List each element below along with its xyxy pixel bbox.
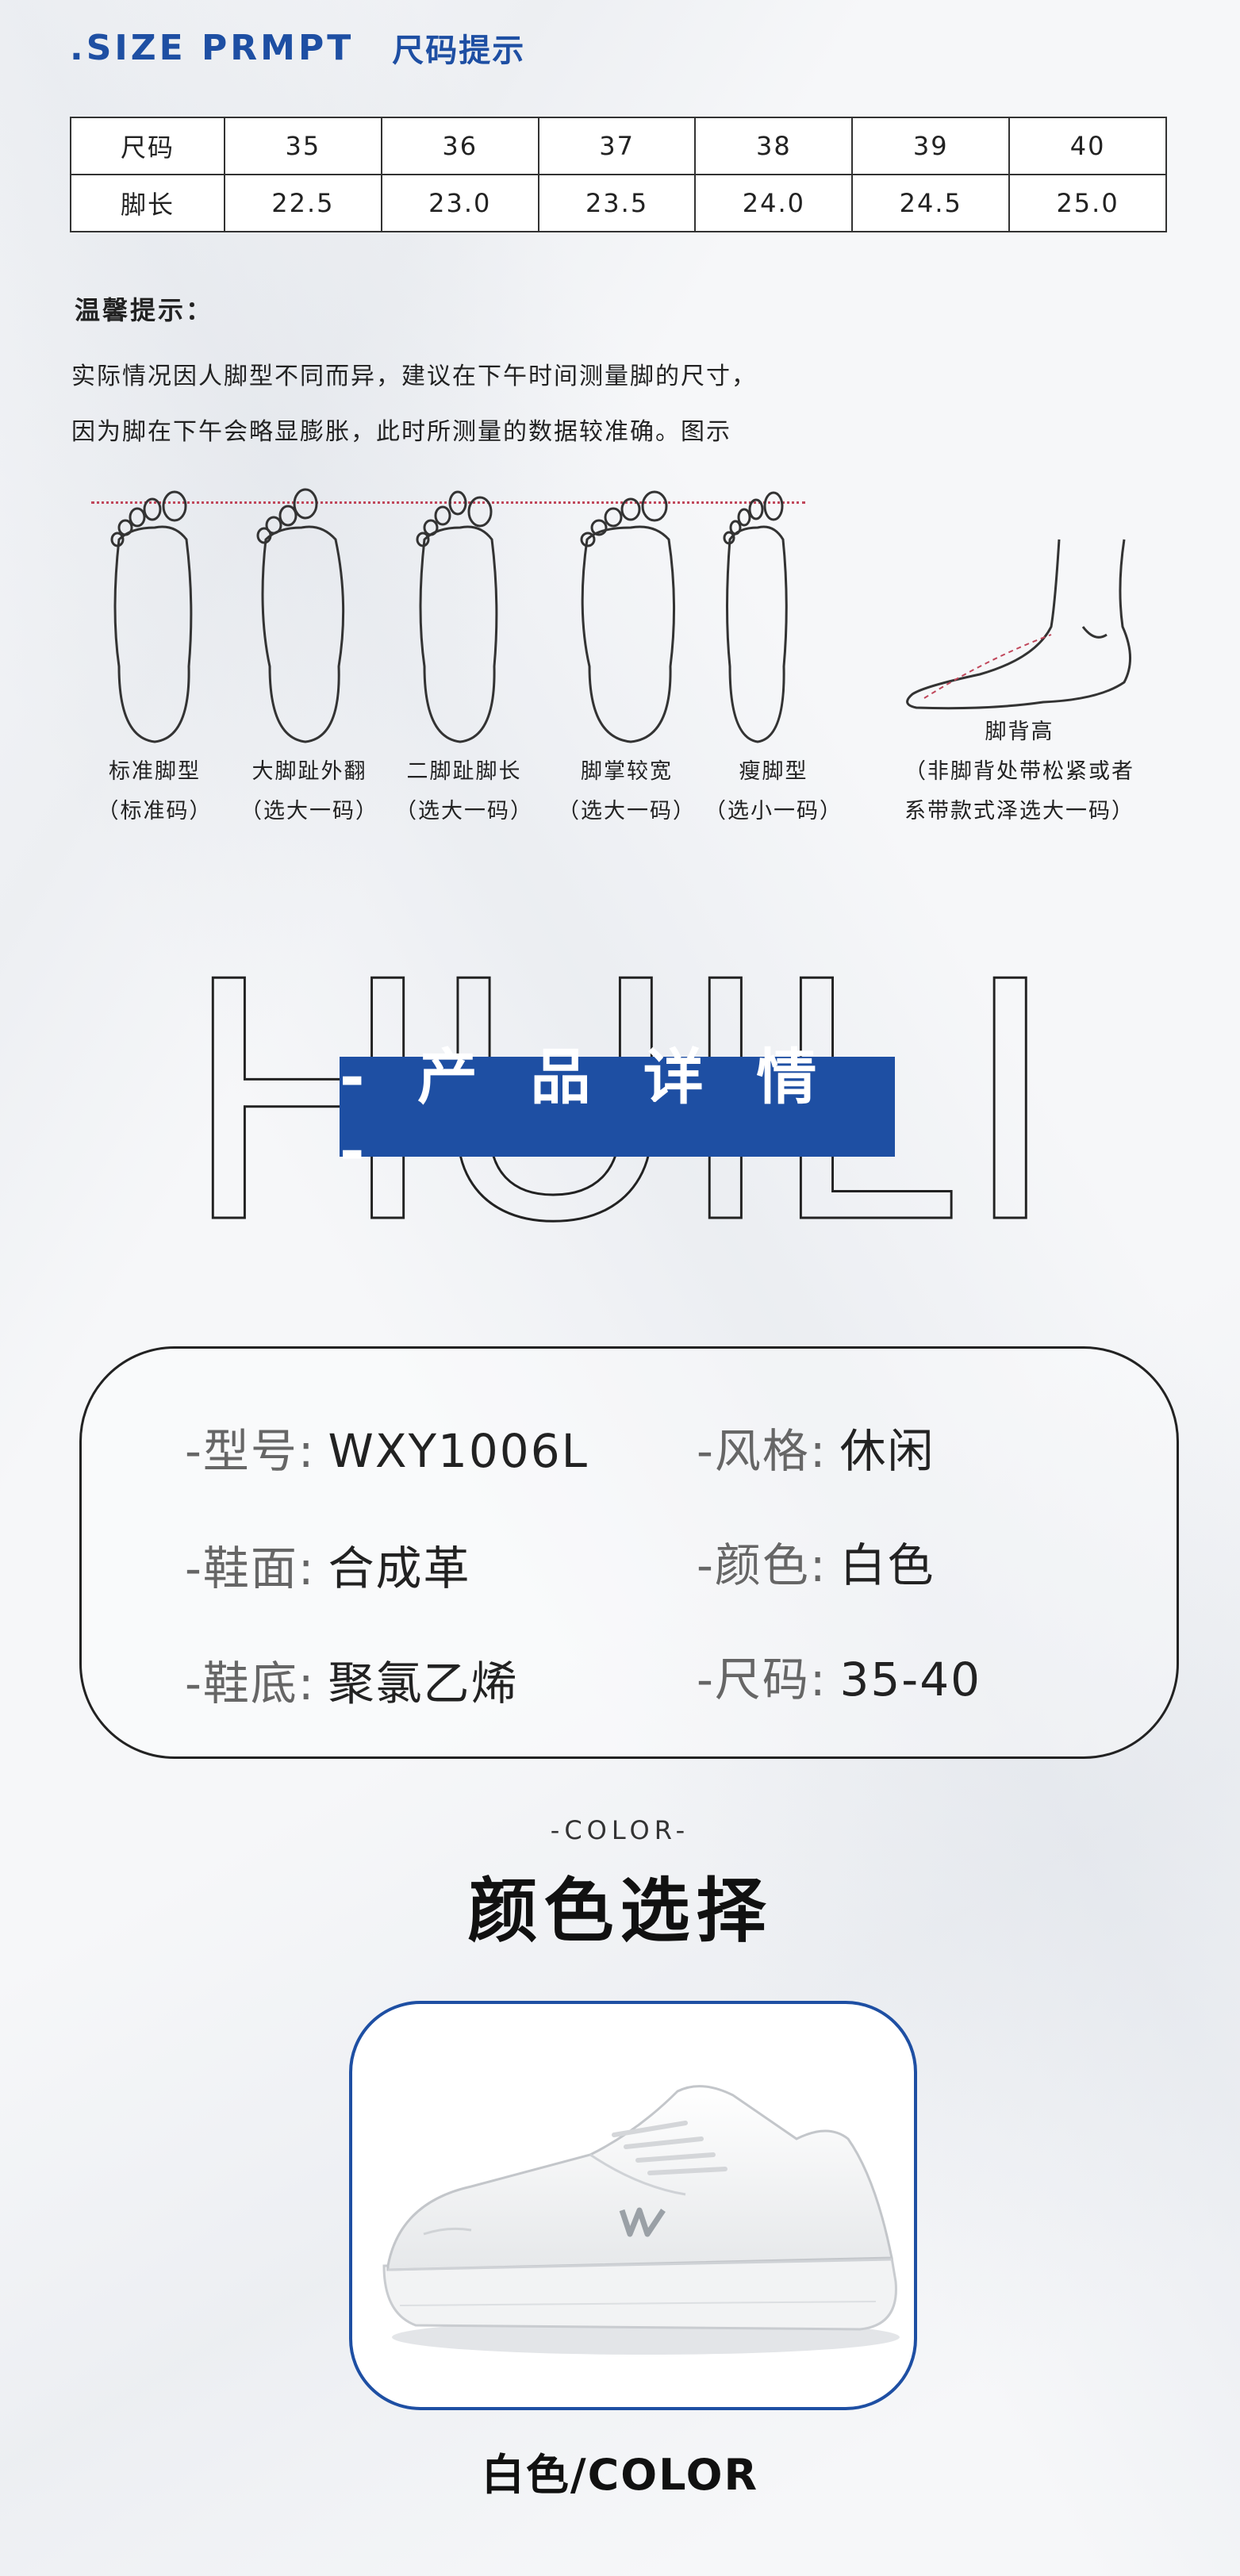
spec-key: -鞋底:	[185, 1657, 316, 1710]
tips-title: 温馨提示：	[75, 295, 214, 325]
spec-upper: -鞋面:合成革	[185, 1531, 471, 1598]
foot-length-row-label: 脚长	[70, 174, 225, 232]
length-cell: 23.0	[380, 174, 539, 232]
foot-advice-label: （选大一码）	[395, 799, 533, 823]
size-cell: 40	[1008, 117, 1167, 175]
spec-value: 休闲	[839, 1424, 935, 1478]
color-option-label: 白色/COLOR	[481, 2450, 759, 2500]
foot-advice-label: （标准码）	[97, 799, 213, 823]
size-cell: 36	[380, 117, 539, 175]
length-cell: 22.5	[224, 174, 382, 232]
size-cell: 38	[694, 117, 854, 175]
foot-caption-bunion: 大脚趾外翻 （选大一码）	[230, 752, 389, 831]
spec-key: -风格:	[697, 1424, 827, 1478]
color-section-label-en: -COLOR-	[550, 1815, 690, 1845]
wide-foot-icon	[580, 490, 676, 743]
size-prompt-header: .SIZE PRMPT 尺码提示	[70, 24, 525, 71]
toe-reference-line	[91, 501, 805, 504]
foot-caption-standard: 标准脚型 （标准码）	[83, 752, 226, 831]
spec-key: -鞋面:	[185, 1541, 316, 1595]
standard-foot-icon	[110, 490, 193, 743]
foot-caption-high-instep: 脚背高 （非脚背处带松紧或者 系带款式泽选大一码）	[881, 712, 1158, 831]
tips-body: 实际情况因人脚型不同而异，建议在下午时间测量脚的尺寸， 因为脚在下午会略显膨胀，…	[71, 349, 1103, 460]
color-section-title: 颜色选择	[467, 1870, 773, 1952]
spec-value: 白色	[839, 1538, 935, 1592]
foot-type-label: 瘦脚型	[739, 759, 808, 784]
foot-length-row: 脚长 22.5 23.0 23.5 24.0 24.5 25.0	[70, 174, 1167, 232]
foot-advice-label: （选小一码）	[704, 799, 843, 823]
spec-size: -尺码:35-40	[697, 1642, 981, 1709]
tips-line-1: 实际情况因人脚型不同而异，建议在下午时间测量脚的尺寸，	[71, 363, 757, 390]
foot-type-label: 大脚趾外翻	[251, 759, 367, 784]
foot-caption-wide: 脚掌较宽 （选大一码）	[547, 752, 706, 831]
foot-type-label: 二脚趾脚长	[406, 759, 522, 784]
spec-value: 合成革	[328, 1541, 471, 1595]
header-title-en: .SIZE PRMPT	[70, 27, 355, 68]
spec-color: -颜色:白色	[697, 1528, 935, 1595]
bunion-foot-icon	[256, 488, 345, 743]
foot-advice-label: （非脚背处带松紧或者	[904, 759, 1134, 784]
product-spec-box: -型号:WXY1006L -风格:休闲 -鞋面:合成革 -颜色:白色 -鞋底:聚…	[79, 1346, 1179, 1759]
high-instep-foot-icon	[906, 539, 1132, 710]
foot-advice-label-2: 系带款式泽选大一码）	[904, 799, 1134, 823]
length-cell: 23.5	[537, 174, 697, 232]
foot-type-label: 脚背高	[985, 720, 1054, 744]
color-option-white[interactable]	[349, 2001, 917, 2410]
foot-type-label: 脚掌较宽	[581, 759, 673, 784]
banner-label: - 产 品 详 情 -	[340, 1041, 833, 1186]
spec-sole: -鞋底:聚氯乙烯	[185, 1646, 519, 1713]
foot-caption-second-toe: 二脚趾脚长 （选大一码）	[385, 752, 543, 831]
spec-key: -尺码:	[697, 1653, 827, 1706]
length-cell: 24.0	[694, 174, 854, 232]
spec-value: WXY1006L	[328, 1424, 589, 1478]
spec-model: -型号:WXY1006L	[185, 1414, 589, 1480]
spec-style: -风格:休闲	[697, 1414, 935, 1480]
white-sneaker-image	[382, 2085, 900, 2355]
length-cell: 24.5	[851, 174, 1011, 232]
slim-foot-icon	[723, 491, 788, 743]
foot-caption-slim: 瘦脚型 （选小一码）	[698, 752, 849, 831]
tips-line-2: 因为脚在下午会略显膨胀，此时所测量的数据较准确。图示	[71, 418, 731, 446]
spec-key: -型号:	[185, 1424, 316, 1478]
size-cell: 39	[851, 117, 1011, 175]
foot-advice-label: （选大一码）	[240, 799, 378, 823]
spec-key: -颜色:	[697, 1538, 827, 1592]
spec-value: 35-40	[839, 1653, 982, 1706]
size-row: 尺码 35 36 37 38 39 40	[70, 117, 1167, 175]
size-chart-table: 尺码 35 36 37 38 39 40 脚长 22.5 23.0 23.5 2…	[70, 117, 1167, 232]
long-second-toe-foot-icon	[416, 490, 498, 743]
spec-value: 聚氯乙烯	[328, 1657, 519, 1710]
product-details-banner: - 产 品 详 情 -	[340, 1042, 895, 1186]
foot-type-label: 标准脚型	[109, 759, 201, 784]
header-title-cn: 尺码提示	[392, 33, 526, 69]
size-cell: 37	[537, 117, 697, 175]
size-cell: 35	[224, 117, 382, 175]
size-row-label: 尺码	[70, 117, 225, 175]
foot-advice-label: （选大一码）	[558, 799, 696, 823]
length-cell: 25.0	[1008, 174, 1167, 232]
